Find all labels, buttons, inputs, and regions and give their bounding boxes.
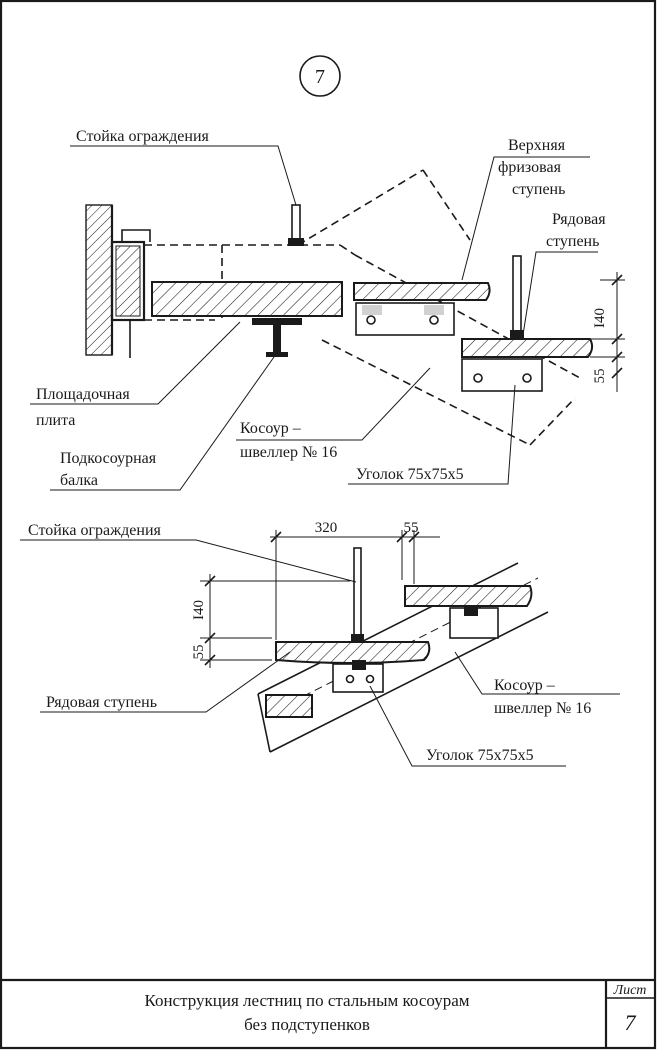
- bottom-label-angle: Уголок 75х75х5: [426, 747, 534, 764]
- sheet-number: 7: [625, 1010, 637, 1035]
- top-dim-height-step: I40: [592, 308, 608, 328]
- bottom-leaders: [20, 539, 620, 767]
- landing-slab: [144, 244, 343, 322]
- bottom-dim-offset: 55: [404, 520, 419, 536]
- detail-number: 7: [315, 66, 325, 88]
- top-label-angle: Уголок 75х75х5: [356, 466, 464, 483]
- bottom-width-dimension: 320 55: [270, 520, 440, 640]
- top-label-landing-slab-2: плита: [36, 412, 75, 429]
- lower-step-fragment: [265, 694, 313, 718]
- bottom-height-dimension: I40 55: [191, 574, 350, 668]
- upper-step-bottom: [404, 585, 533, 639]
- bottom-dim-width: 320: [315, 520, 338, 536]
- top-label-stringer-1: Косоур –: [240, 420, 302, 437]
- bottom-label-ordinary-step: Рядовая ступень: [46, 694, 157, 711]
- railing-post: [288, 204, 304, 246]
- top-label-ordinary-step-1: Рядовая: [552, 211, 606, 228]
- top-label-under-beam-2: балка: [60, 472, 98, 489]
- top-frieze-step: [353, 282, 491, 336]
- under-stringer-beam: [252, 318, 302, 357]
- bottom-detail: 320 55 I40 55 Стойка ограждения Рядовая …: [20, 520, 620, 767]
- top-height-dimension: I40 55: [590, 272, 625, 392]
- top-dim-height-angle: 55: [592, 369, 608, 384]
- sheet-label: Лист: [613, 983, 647, 998]
- top-label-frieze-step-3: ступень: [512, 181, 565, 198]
- title-block: Конструкция лестниц по стальным косоурам…: [144, 983, 646, 1035]
- bottom-label-stringer-2: швеллер № 16: [494, 700, 591, 717]
- top-leaders: [30, 145, 598, 491]
- railing-post-bottom: [351, 547, 364, 643]
- top-label-frieze-step-2: фризовая: [498, 159, 562, 176]
- ordinary-step-bottom: [275, 641, 431, 693]
- bottom-dim-height-angle: 55: [191, 645, 207, 660]
- bottom-label-railing-post: Стойка ограждения: [28, 522, 162, 539]
- sheet-title-line1: Конструкция лестниц по стальным косоурам: [144, 991, 469, 1010]
- detail-number-badge: 7: [299, 55, 341, 97]
- top-label-railing-post: Стойка ограждения: [76, 128, 210, 145]
- top-label-landing-slab-1: Площадочная: [36, 386, 130, 403]
- top-label-ordinary-step-2: ступень: [546, 233, 599, 250]
- top-label-frieze-step-1: Верхняя: [508, 137, 566, 154]
- top-detail: I40 55 Стойка ограждения Верхняя фризова…: [30, 128, 625, 491]
- bottom-label-stringer-1: Косоур –: [494, 677, 556, 694]
- sheet-title-line2: без подступенков: [244, 1015, 370, 1034]
- top-label-stringer-2: швеллер № 16: [240, 444, 337, 461]
- wall: [85, 204, 151, 358]
- bottom-dim-height-step: I40: [191, 600, 207, 620]
- top-label-under-beam-1: Подкосоурная: [60, 450, 157, 467]
